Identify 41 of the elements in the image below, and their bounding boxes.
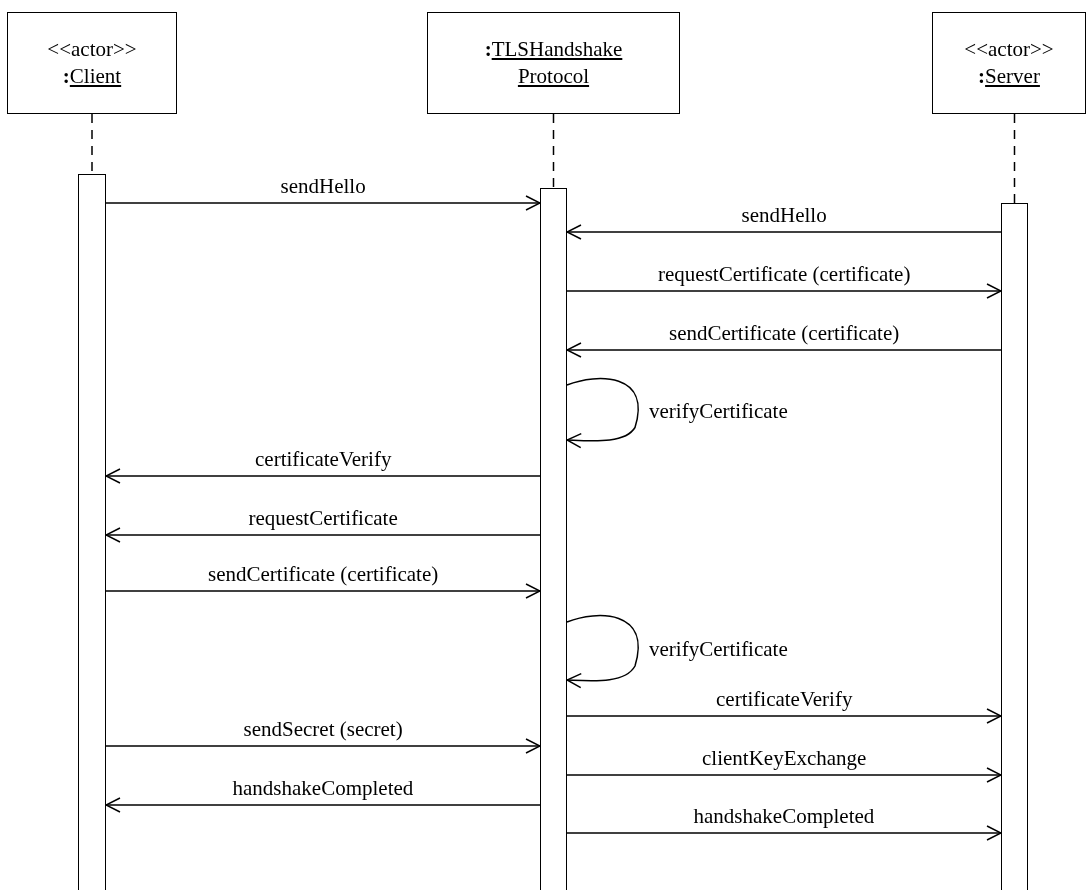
message-label: sendSecret (secret) — [243, 719, 403, 740]
message-label: handshakeCompleted — [693, 806, 875, 827]
object-name: :Server — [978, 63, 1040, 90]
self-message-arrow — [566, 614, 639, 689]
message-arrow — [105, 527, 541, 543]
activation-bar — [540, 188, 567, 890]
message-label: requestCertificate — [248, 508, 398, 529]
message-arrow — [566, 767, 1002, 783]
message-arrow — [566, 224, 1002, 240]
lifeline-head-box — [7, 12, 177, 114]
message-arrow — [105, 583, 541, 599]
message-label: sendCertificate (certificate) — [208, 564, 439, 585]
message-label: clientKeyExchange — [702, 748, 867, 769]
lifeline-head-box — [932, 12, 1086, 114]
message-arrow — [105, 797, 541, 813]
message-arrow — [105, 195, 541, 211]
activation-bar — [1001, 203, 1028, 890]
message-label: verifyCertificate — [649, 400, 788, 422]
message-label: requestCertificate (certificate) — [658, 264, 911, 285]
stereotype-label: <<actor>> — [47, 35, 137, 63]
lifeline — [1013, 113, 1016, 204]
message-arrow — [566, 825, 1002, 841]
message-label: sendHello — [280, 176, 366, 197]
message-label: certificateVerify — [255, 449, 392, 470]
message-arrow — [566, 342, 1002, 358]
message-arrow — [566, 708, 1002, 724]
message-label: handshakeCompleted — [232, 778, 414, 799]
stereotype-label: <<actor>> — [964, 35, 1054, 63]
message-arrow — [105, 468, 541, 484]
lifeline-head-box — [427, 12, 680, 114]
message-label: certificateVerify — [716, 689, 853, 710]
message-label: sendHello — [741, 205, 827, 226]
self-message-arrow — [566, 377, 639, 449]
activation-bar — [78, 174, 106, 890]
object-name: :TLSHandshake Protocol — [483, 35, 624, 90]
message-arrow — [105, 738, 541, 754]
message-arrow — [566, 283, 1002, 299]
lifeline — [552, 113, 555, 189]
message-label: sendCertificate (certificate) — [669, 323, 900, 344]
message-label: verifyCertificate — [649, 639, 788, 660]
object-name: :Client — [62, 63, 122, 90]
